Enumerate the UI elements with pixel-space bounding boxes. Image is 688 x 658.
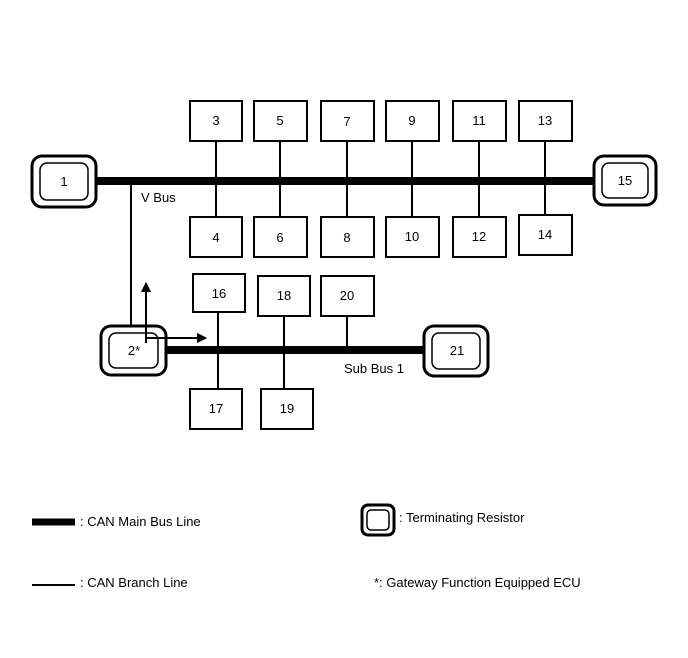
ecu-14-box — [518, 214, 573, 256]
ecu-14-label: 14 — [538, 227, 552, 242]
ecu-6-box — [253, 216, 308, 258]
ecu-10-label: 10 — [405, 229, 419, 244]
ecu-3-box — [189, 100, 243, 142]
ecu-12-label: 12 — [472, 229, 486, 244]
legend-terminating-resistor-label: : Terminating Resistor — [399, 510, 525, 525]
legend: : CAN Main Bus Line : CAN Branch Line : … — [32, 503, 581, 590]
ecu-20-label: 20 — [340, 288, 354, 303]
ecu-20-box — [320, 275, 375, 317]
sub-bus-branches — [217, 312, 348, 389]
ecu-8-label: 8 — [343, 230, 350, 245]
v-bus-label: V Bus — [141, 190, 176, 205]
sub-bus-1-label: Sub Bus 1 — [344, 361, 404, 376]
ecu-12-box — [452, 216, 507, 258]
ecu-21-terminating-box — [422, 324, 490, 378]
ecu-19-label: 19 — [280, 401, 294, 416]
ecu-18-label: 18 — [277, 288, 291, 303]
ecu-11-label: 11 — [472, 113, 486, 128]
ecu-7-box — [320, 100, 375, 142]
ecu-5-box — [253, 100, 308, 142]
ecu-9-label: 9 — [408, 113, 415, 128]
legend-terminating-resistor-icon — [360, 503, 396, 537]
ecu-16-label: 16 — [212, 286, 226, 301]
ecu-9-box — [385, 100, 440, 142]
ecu-17-label: 17 — [209, 401, 223, 416]
ecu-4-box — [189, 216, 243, 258]
legend-branch-label: : CAN Branch Line — [80, 575, 188, 590]
ecu-8-box — [320, 216, 375, 258]
ecu-21-label: 21 — [450, 343, 464, 358]
ecu-1-label: 1 — [60, 174, 67, 189]
ecu-15-terminating-box — [592, 154, 658, 207]
ecu-6-label: 6 — [276, 230, 283, 245]
legend-gateway-note: *: Gateway Function Equipped ECU — [374, 575, 581, 590]
ecu-4-label: 4 — [212, 230, 219, 245]
ecu-3-label: 3 — [212, 113, 219, 128]
ecu-5-label: 5 — [276, 113, 283, 128]
ecu-13-label: 13 — [538, 113, 552, 128]
ecu-16-box — [192, 273, 246, 313]
ecu-7-label: 7 — [343, 114, 350, 129]
ecu-18-box — [257, 275, 311, 317]
ecu-11-box — [452, 100, 507, 142]
ecu-15-label: 15 — [618, 173, 632, 188]
ecu-1-terminating-box — [30, 154, 98, 209]
legend-main-bus-label: : CAN Main Bus Line — [80, 514, 201, 529]
v-bus-branches — [130, 141, 546, 326]
ecu-17-box — [189, 388, 243, 430]
ecu-2-label: 2* — [128, 343, 140, 358]
ecu-13-box — [518, 100, 573, 142]
ecu-10-box — [385, 216, 440, 258]
ecu-19-box — [260, 388, 314, 430]
